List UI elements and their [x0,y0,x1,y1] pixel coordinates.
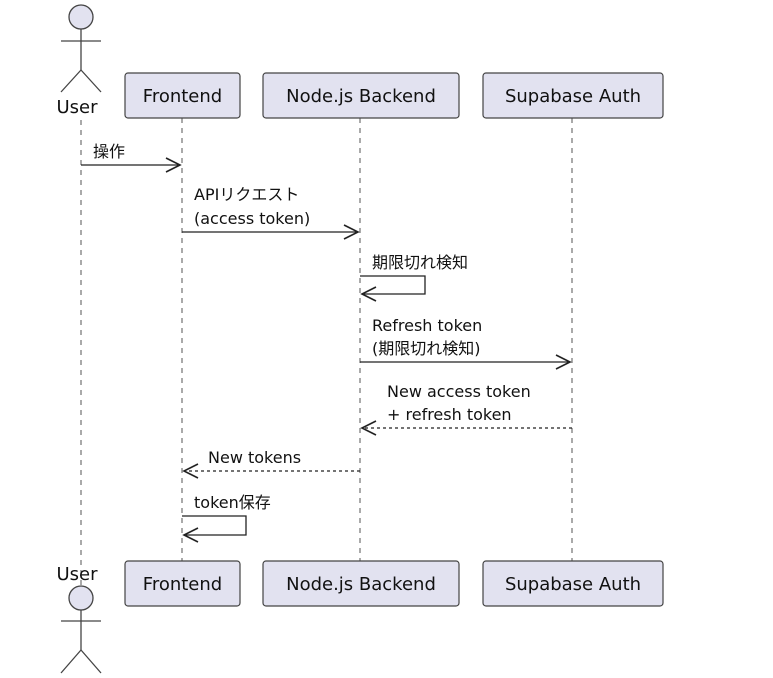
actor-user-top[interactable]: User [56,4,102,118]
svg-text:New access token: New access token [387,382,531,401]
actor-head-icon [68,4,94,30]
svg-text:New tokens: New tokens [208,448,301,467]
participant-frontend-top[interactable]: Frontend [124,72,241,119]
participant-backend-bottom[interactable]: Node.js Backend [262,560,460,607]
arrowhead-icon [360,286,377,302]
actor-user-bottom[interactable]: User [56,564,102,674]
arrowhead-icon [555,354,572,370]
arrowhead-icon [182,527,199,543]
message-user-to-frontend: 操作 [81,142,182,173]
message-frontend-to-backend: APIリクエスト (access token) [182,185,360,240]
message-backend-to-frontend: New tokens [182,448,360,479]
message-auth-to-backend: New access token + refresh token [360,382,572,436]
svg-text:Frontend: Frontend [143,574,222,595]
arrowhead-icon [360,420,377,436]
arrowhead-icon [343,224,360,240]
svg-text:+ refresh token: + refresh token [387,405,512,424]
message-backend-to-auth: Refresh token (期限切れ検知) [360,316,572,370]
svg-text:Node.js Backend: Node.js Backend [286,86,436,107]
message-frontend-self: token保存 [182,493,271,543]
message-backend-self: 期限切れ検知 [360,253,468,302]
svg-text:(期限切れ検知): (期限切れ検知) [372,339,481,358]
arrowhead-icon [182,463,199,479]
actor-label: User [56,564,98,585]
participant-frontend-bottom[interactable]: Frontend [124,560,241,607]
svg-text:(access token): (access token) [194,209,310,228]
svg-text:Node.js Backend: Node.js Backend [286,574,436,595]
svg-text:Frontend: Frontend [143,86,222,107]
participant-backend-top[interactable]: Node.js Backend [262,72,460,119]
participant-auth-bottom[interactable]: Supabase Auth [482,560,664,607]
svg-text:Supabase Auth: Supabase Auth [505,86,641,107]
actor-head-icon [68,585,94,611]
svg-text:APIリクエスト: APIリクエスト [194,185,299,204]
participant-auth-top[interactable]: Supabase Auth [482,72,664,119]
svg-text:Refresh token: Refresh token [372,316,482,335]
svg-text:期限切れ検知: 期限切れ検知 [372,253,468,272]
svg-text:token保存: token保存 [194,493,271,512]
arrowhead-icon [165,157,182,173]
svg-text:操作: 操作 [93,142,125,161]
svg-text:Supabase Auth: Supabase Auth [505,574,641,595]
actor-label: User [56,97,98,118]
